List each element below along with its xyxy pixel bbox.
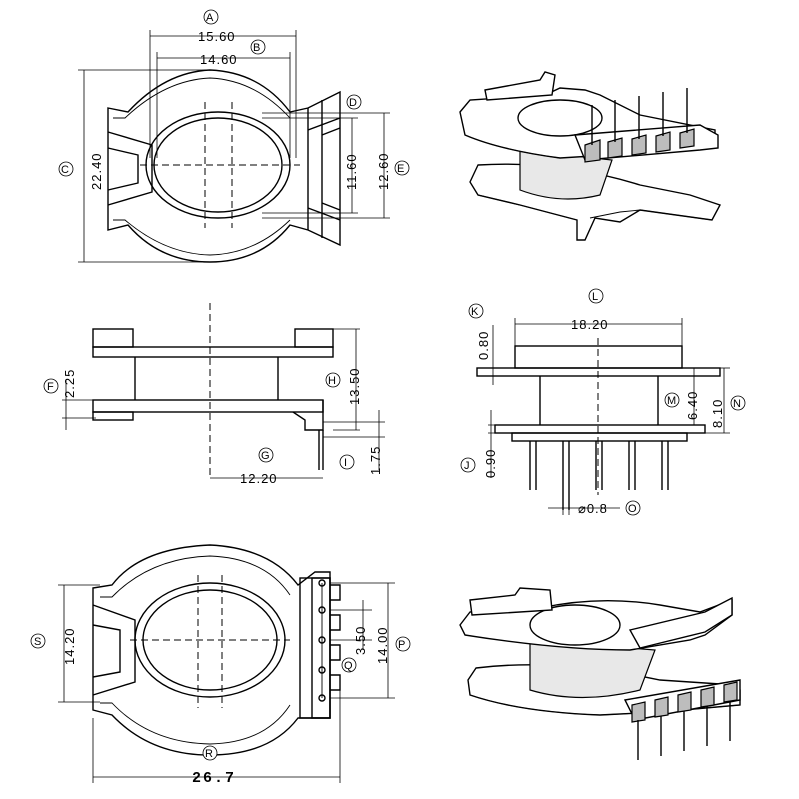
dim-h-value: 13.50 (347, 367, 362, 405)
iso-view-bottom (459, 587, 741, 760)
dim-m-letter: M (667, 395, 676, 407)
dim-n-value: 8.10 (710, 399, 725, 428)
dim-e-letter: E (397, 163, 404, 175)
dim-p-value: 14.00 (375, 626, 390, 664)
dim-d-value: 11.60 (344, 153, 359, 190)
dim-s-value: 14.20 (62, 627, 77, 665)
dim-f-value: 2.25 (62, 369, 77, 398)
dim-r-value: 26.7 (192, 770, 236, 787)
bottom-view: 14.20 S 3.50 Q 14.00 P 26.7 R (30, 544, 411, 787)
dim-q-letter: Q (344, 660, 353, 672)
dim-l-value: 18.20 (571, 317, 609, 332)
dim-i-value: 1.75 (368, 446, 383, 475)
dim-d-letter: D (349, 97, 357, 109)
front-view: 0.80 K 18.20 L 6.40 M 8.10 N 0.90 J (460, 288, 746, 516)
dim-h-letter: H (328, 375, 336, 387)
dim-p-letter: P (398, 639, 405, 651)
dim-m-value: 6.40 (685, 391, 700, 420)
dim-j-letter: J (464, 460, 470, 472)
dim-a-value: 15.60 (198, 29, 236, 44)
dim-b-letter: B (253, 42, 260, 54)
dim-j-value: 0.90 (483, 449, 498, 478)
dim-g-value: 12.20 (240, 471, 278, 486)
dim-k-letter: K (471, 306, 479, 318)
dim-o-letter: O (628, 503, 637, 515)
dim-c-value: 22.40 (89, 152, 104, 190)
dim-l-letter: L (592, 291, 598, 303)
dim-f-letter: F (47, 381, 54, 393)
dim-r-letter: R (205, 748, 213, 760)
side-view: 2.25 F 12.20 G 13.50 H 1.75 I (43, 303, 385, 486)
dim-q-value: 3.50 (353, 626, 368, 655)
dim-i-letter: I (344, 457, 347, 469)
dim-s-letter: S (34, 636, 41, 648)
dim-n-letter: N (733, 398, 741, 410)
iso-view-top (459, 71, 722, 241)
dim-c-letter: C (61, 164, 69, 176)
dim-o-value: ⌀0.8 (578, 501, 608, 516)
dim-b-value: 14.60 (200, 52, 238, 67)
dim-k-value: 0.80 (476, 331, 491, 360)
dim-a-letter: A (206, 12, 214, 24)
top-view: 15.60 A 14.60 B 22.40 C 11.60 D 12.60 E (58, 9, 410, 263)
dim-e-value: 12.60 (376, 152, 391, 190)
dim-g-letter: G (261, 450, 270, 462)
